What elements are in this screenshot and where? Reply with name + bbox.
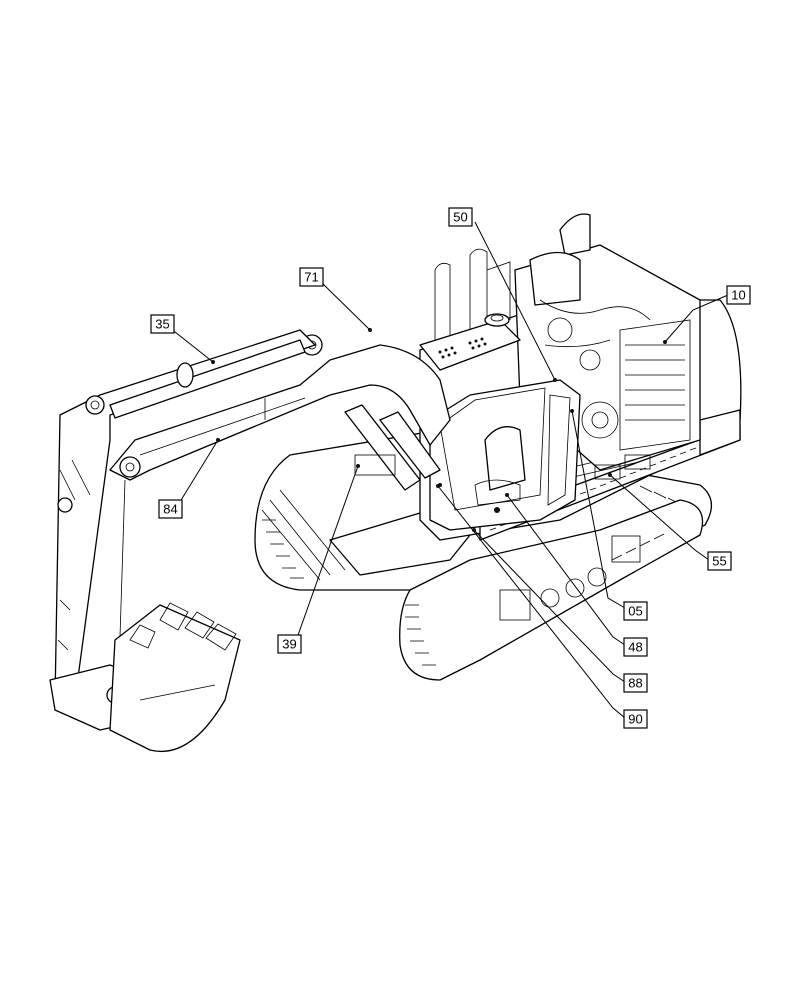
leader-dots [211, 328, 667, 532]
top-deck [419, 313, 521, 371]
callout-50-label: 50 [453, 210, 467, 225]
operator-cab [429, 379, 581, 531]
leader-lines [169, 221, 729, 719]
front-track [399, 499, 704, 681]
callout-90-label: 90 [628, 712, 642, 727]
callout-10-label: 10 [731, 288, 745, 303]
callout-88-label: 88 [628, 676, 642, 691]
callouts: 50 71 10 35 84 55 39 05 [150, 207, 751, 729]
callout-55[interactable]: 55 [707, 551, 732, 571]
callout-71-label: 71 [304, 270, 318, 285]
boom [109, 334, 451, 481]
callout-05[interactable]: 05 [623, 601, 648, 621]
handrails [434, 248, 511, 350]
callout-84-label: 84 [163, 502, 177, 517]
callout-39[interactable]: 39 [277, 634, 302, 654]
bucket [49, 602, 241, 752]
callout-48[interactable]: 48 [623, 637, 648, 657]
callout-55-label: 55 [712, 554, 726, 569]
callout-35-label: 35 [155, 317, 169, 332]
callout-10[interactable]: 10 [726, 285, 751, 305]
excavator-illustration [49, 213, 742, 752]
callout-35[interactable]: 35 [150, 314, 175, 334]
callout-50[interactable]: 50 [448, 207, 473, 227]
callout-71[interactable]: 71 [299, 267, 324, 287]
callout-05-label: 05 [628, 604, 642, 619]
callout-90[interactable]: 90 [623, 709, 648, 729]
callout-88[interactable]: 88 [623, 673, 648, 693]
callout-39-label: 39 [282, 637, 296, 652]
callout-48-label: 48 [628, 640, 642, 655]
callout-84[interactable]: 84 [158, 499, 183, 519]
